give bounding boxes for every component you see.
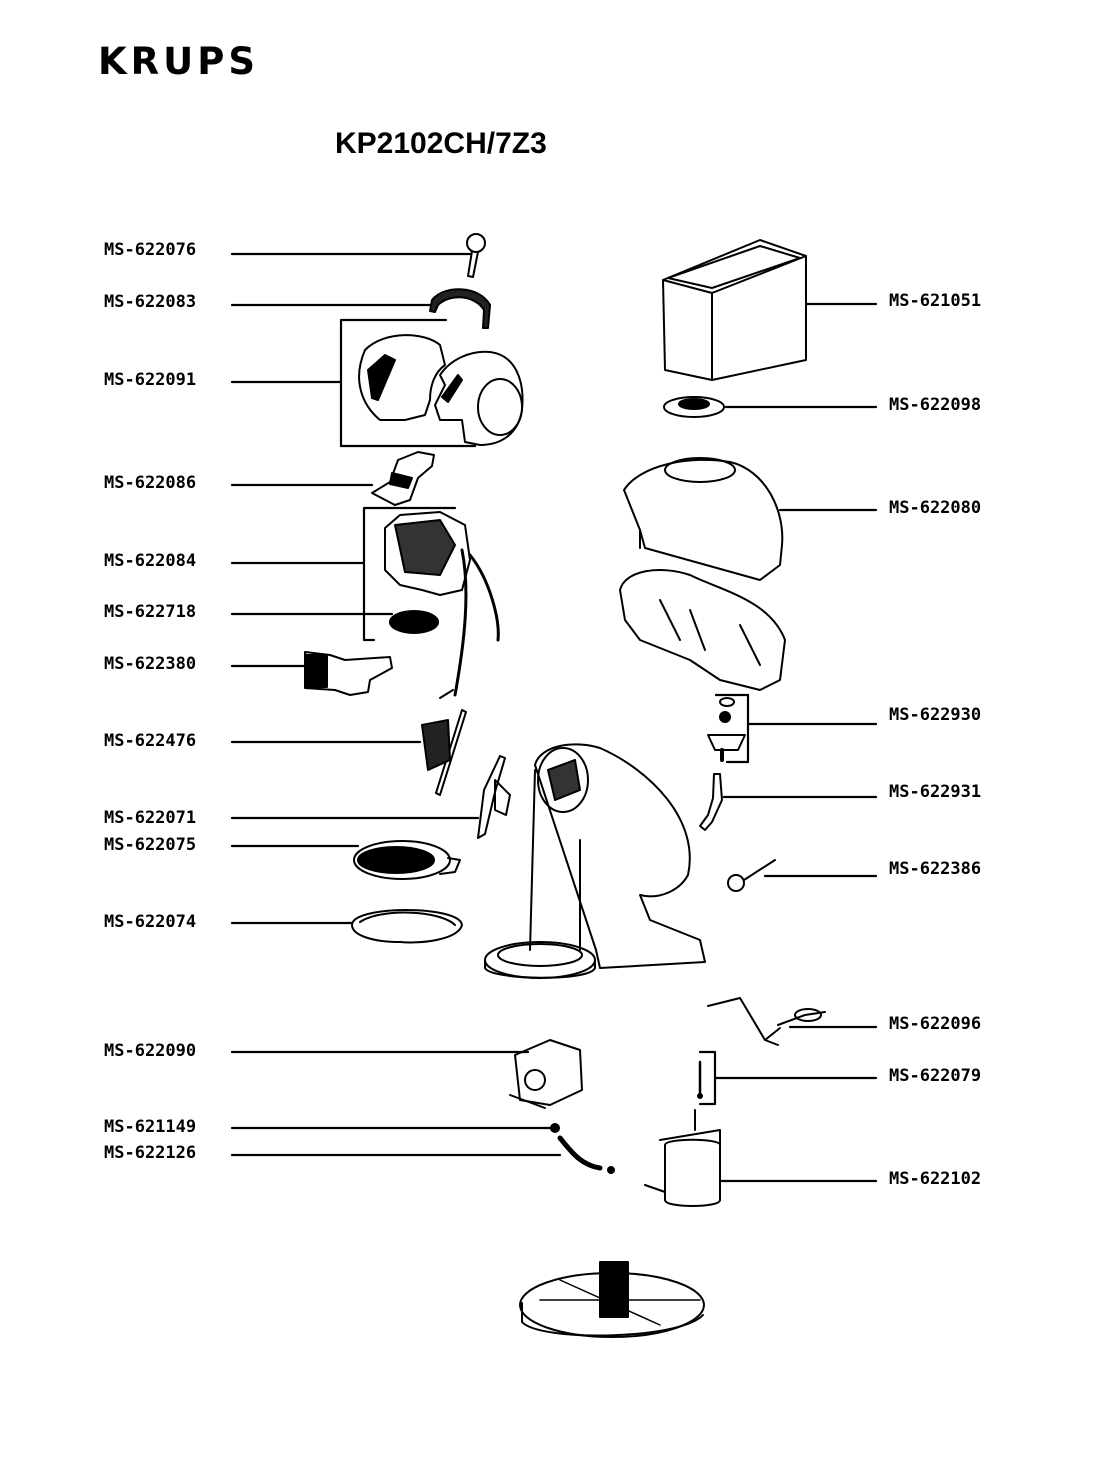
pump-part [510,1040,582,1108]
elbow-tube-part [700,774,722,830]
part-label-water-tank: MS-621051 [889,291,982,311]
part-label-tank-valve: MS-622098 [889,395,982,415]
latch-part [372,452,434,505]
part-label-side-panel-right: MS-622071 [104,808,197,828]
drip-grid-part [354,841,460,879]
head-covers-part [359,335,522,445]
leader-lines-left [232,254,560,1155]
part-label-head-covers: MS-622091 [104,370,197,390]
side-panel-left-part [422,710,466,795]
part-label-screw: MS-622079 [889,1066,982,1086]
part-label-clamp-ring: MS-622083 [104,292,197,312]
tank-valve-part [664,397,724,417]
water-tank-part [663,240,806,380]
part-label-capsule-holder: MS-622380 [104,654,197,674]
o-ring-part [728,860,775,891]
leader-lines-right [700,304,876,1181]
part-label-o-ring: MS-622386 [889,859,982,879]
brew-head-assembly-part [385,512,498,698]
valve-kit-part [708,698,745,760]
hose-part [560,1138,614,1173]
side-panel-right-part [478,756,510,838]
base-plate-part [520,1262,704,1337]
part-label-power-cord: MS-622096 [889,1014,982,1034]
power-cord-part [708,998,825,1045]
brand-logo: KRUPS [98,40,259,83]
machine-body-part [485,744,705,978]
part-label-drip-tray: MS-622074 [104,912,197,932]
heater-block-part [645,1110,720,1206]
part-label-valve-kit: MS-622930 [889,705,982,725]
lid-base-part [620,570,785,690]
screw-part [698,1062,702,1098]
part-label-hose: MS-622126 [104,1143,197,1163]
seal-disc-part [390,611,438,633]
lever-knob-part [467,234,485,277]
part-label-pump: MS-622090 [104,1041,197,1061]
part-label-lever-knob: MS-622076 [104,240,197,260]
part-label-small-seal: MS-621149 [104,1117,197,1137]
drip-tray-part [352,910,462,942]
part-label-tank-lid: MS-622080 [889,498,982,518]
model-number: KP2102CH/7Z3 [335,127,547,160]
part-label-seal-disc: MS-622718 [104,602,197,622]
clamp-ring-part [430,289,490,328]
part-label-brew-head-assembly: MS-622084 [104,551,197,571]
part-label-side-panel-left: MS-622476 [104,731,197,751]
tank-lid-part [624,458,782,580]
part-label-heater-block: MS-622102 [889,1169,982,1189]
part-label-drip-grid: MS-622075 [104,835,197,855]
capsule-holder-part [305,652,392,695]
small-seal-part [551,1124,559,1132]
part-label-latch: MS-622086 [104,473,197,493]
part-label-elbow-tube: MS-622931 [889,782,982,802]
